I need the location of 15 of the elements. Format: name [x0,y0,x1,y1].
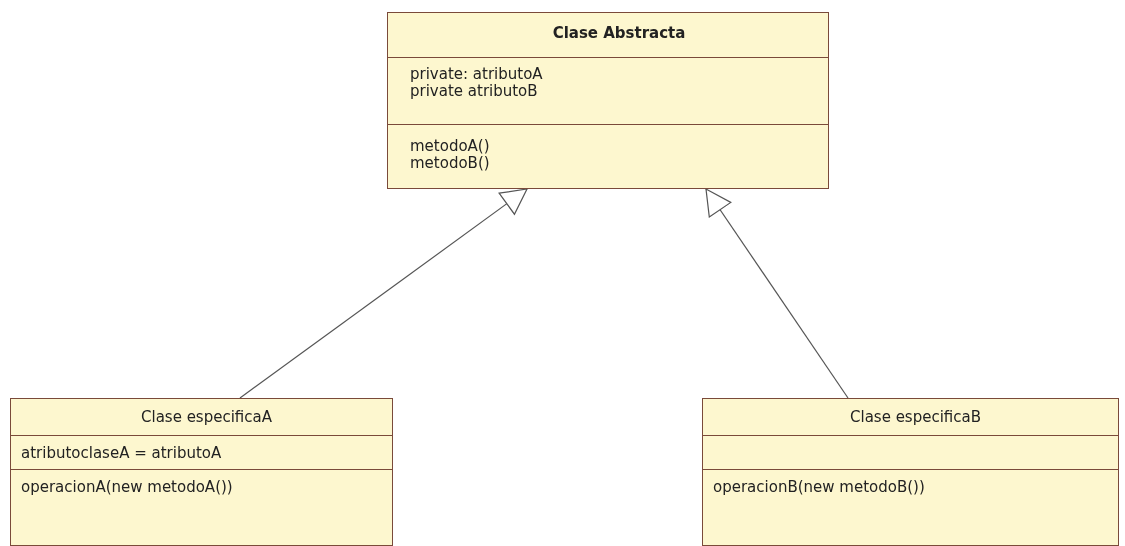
method-text: operacionA(new metodoA()) [21,478,233,496]
class-box [702,398,1119,546]
inheritance-arrow [239,188,528,399]
class-name: Clase especificaB [850,408,981,426]
attribute-text: private: atributoA [410,65,543,83]
attribute-text: atributoclaseA = atributoA [21,444,222,462]
class-box [10,398,393,546]
method-text: metodoA() [410,137,490,155]
method-text: metodoB() [410,154,490,172]
class-box [387,12,829,189]
class-name: Clase especificaA [141,408,272,426]
attribute-text: private atributoB [410,82,538,100]
inheritance-arrow [705,188,849,399]
class-name: Clase Abstracta [552,24,686,42]
method-text: operacionB(new metodoB()) [713,478,925,496]
